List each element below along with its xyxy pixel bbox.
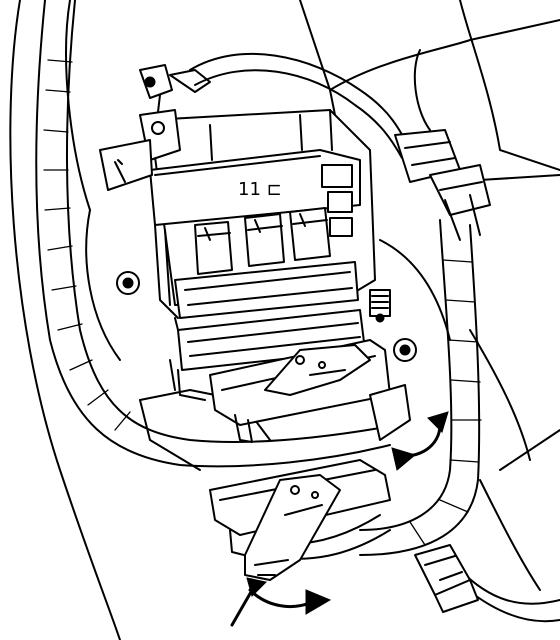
connector-lever <box>244 474 341 581</box>
nut-right <box>393 338 417 362</box>
nut-left <box>116 271 140 295</box>
relay <box>289 207 331 261</box>
mounting-bracket <box>99 64 181 191</box>
mini-fuse-block <box>329 217 353 237</box>
detached-connector <box>209 459 391 581</box>
mini-fuse-block <box>321 164 353 188</box>
relay <box>244 213 285 267</box>
fuse-box-marking: 11 ⊏ <box>238 179 282 200</box>
right-wire-harness <box>359 219 560 623</box>
release-lever <box>264 344 371 396</box>
mini-fuse-block <box>327 191 353 213</box>
stud-bolt <box>369 289 391 323</box>
fuse-relay-box: 11 ⊏ <box>149 109 376 401</box>
lever-rotate-arrow-upper <box>391 411 449 471</box>
loose-connector <box>414 544 479 613</box>
lever-rotate-arrow-lower <box>230 577 332 627</box>
body-panel-outline <box>9 0 560 640</box>
box-connector <box>209 339 411 443</box>
left-wire-harness <box>35 0 391 468</box>
top-cable <box>169 52 411 159</box>
upper-connector <box>394 129 491 241</box>
relay <box>194 221 233 275</box>
